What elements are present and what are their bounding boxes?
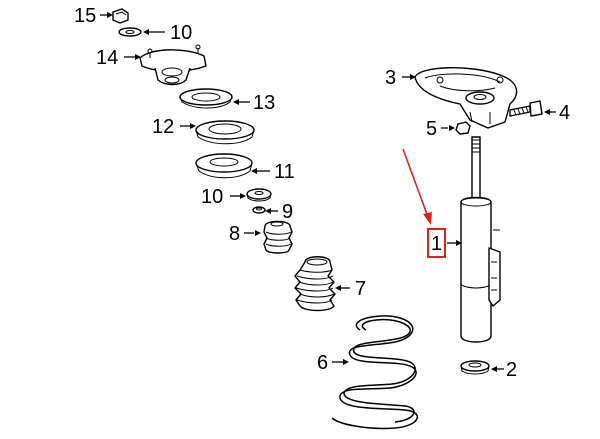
part-10-top-washer xyxy=(118,27,142,37)
callout-7: 7 xyxy=(355,278,366,300)
callout-11: 11 xyxy=(274,161,295,183)
arrowhead-7 xyxy=(335,285,341,291)
callout-4: 4 xyxy=(559,102,570,124)
part-15-nut xyxy=(112,8,129,24)
callout-10a: 10 xyxy=(170,22,192,44)
part-3-strut-mount xyxy=(414,67,518,129)
part-14-upper-mount xyxy=(139,44,207,86)
arrowhead-1 xyxy=(456,240,462,246)
arrowhead-2 xyxy=(491,366,497,372)
part-12-bearing xyxy=(195,120,255,145)
arrowhead-6 xyxy=(343,359,349,365)
part-7-dust-boot xyxy=(294,256,336,312)
arrowhead-8 xyxy=(255,230,261,236)
arrowhead-10b xyxy=(240,193,246,199)
callout-8: 8 xyxy=(229,223,240,245)
arrowhead-3 xyxy=(410,74,416,80)
callout-2: 2 xyxy=(506,359,517,381)
arrowhead-5 xyxy=(449,125,455,131)
part-11-spring-seat xyxy=(195,153,253,179)
callout-9: 9 xyxy=(282,201,293,223)
arrowhead-11 xyxy=(251,168,257,174)
arrowhead-4 xyxy=(544,109,550,115)
part-5-nut xyxy=(455,121,471,135)
callout-1: 1 xyxy=(431,233,442,255)
highlight-box xyxy=(427,228,446,258)
part-9-nut xyxy=(252,206,266,214)
callout-12: 12 xyxy=(152,116,174,138)
callout-5: 5 xyxy=(426,118,437,140)
part-1-strut xyxy=(460,136,501,343)
highlight-pointer-arrow xyxy=(402,148,432,225)
part-10-lower-washer xyxy=(246,188,272,202)
callout-14: 14 xyxy=(96,47,118,69)
part-8-bump-stop xyxy=(263,220,293,254)
callout-10b: 10 xyxy=(201,186,223,208)
part-13-insulator xyxy=(179,88,233,109)
part-4-bolt xyxy=(509,100,543,117)
callout-6: 6 xyxy=(317,352,328,374)
arrowhead-12 xyxy=(190,123,196,129)
arrowhead-9 xyxy=(265,208,271,214)
part-2-washer xyxy=(460,360,490,375)
arrowhead-15 xyxy=(107,12,113,18)
callout-15: 15 xyxy=(74,5,96,27)
arrowhead-14 xyxy=(135,54,141,60)
callout-13: 13 xyxy=(253,92,275,114)
callout-3: 3 xyxy=(385,67,396,89)
part-6-coil-spring xyxy=(331,315,418,430)
arrowhead-10a xyxy=(143,29,149,35)
arrowhead-13 xyxy=(233,99,239,105)
